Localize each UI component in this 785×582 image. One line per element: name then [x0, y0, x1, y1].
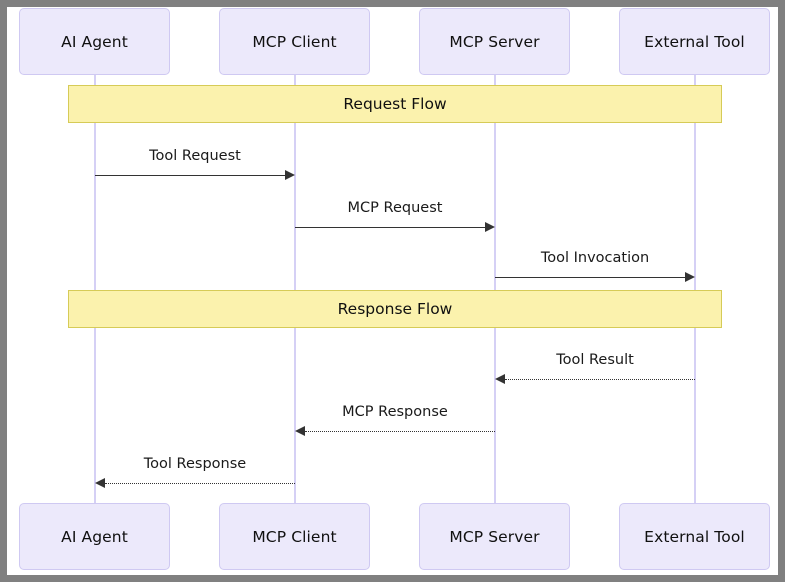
arrowhead-left-icon	[95, 478, 105, 488]
diagram-canvas: AI Agent MCP Client MCP Server External …	[7, 7, 778, 575]
participant-label: AI Agent	[61, 527, 128, 546]
participant-label: External Tool	[644, 527, 745, 546]
participant-box-ai-agent-bottom[interactable]: AI Agent	[19, 503, 170, 570]
participant-box-external-tool-bottom[interactable]: External Tool	[619, 503, 770, 570]
participant-box-ai-agent-top[interactable]: AI Agent	[19, 8, 170, 75]
participant-label: MCP Client	[252, 32, 337, 51]
message-label: Tool Response	[143, 456, 247, 472]
participant-box-mcp-client-top[interactable]: MCP Client	[219, 8, 370, 75]
participant-label: MCP Server	[449, 32, 540, 51]
participant-box-external-tool-top[interactable]: External Tool	[619, 8, 770, 75]
section-banner-label: Response Flow	[337, 300, 453, 318]
arrowhead-right-icon	[685, 272, 695, 282]
message-label: MCP Request	[347, 200, 443, 216]
message-line	[105, 483, 295, 484]
message-label: Tool Result	[556, 352, 634, 368]
message-label: MCP Response	[342, 404, 448, 420]
message-label: Tool Request	[149, 148, 241, 164]
participant-label: AI Agent	[61, 32, 128, 51]
participant-box-mcp-server-bottom[interactable]: MCP Server	[419, 503, 570, 570]
message-line	[495, 277, 685, 278]
participant-label: External Tool	[644, 32, 745, 51]
section-banner-label: Request Flow	[343, 95, 447, 113]
arrowhead-right-icon	[485, 222, 495, 232]
arrowhead-left-icon	[495, 374, 505, 384]
participant-box-mcp-server-top[interactable]: MCP Server	[419, 8, 570, 75]
participant-label: MCP Server	[449, 527, 540, 546]
participant-box-mcp-client-bottom[interactable]: MCP Client	[219, 503, 370, 570]
section-banner-request-flow[interactable]: Request Flow	[68, 85, 722, 123]
message-line	[95, 175, 285, 176]
arrowhead-left-icon	[295, 426, 305, 436]
message-line	[305, 431, 495, 432]
arrowhead-right-icon	[285, 170, 295, 180]
message-label: Tool Invocation	[540, 250, 650, 266]
message-line	[505, 379, 695, 380]
section-banner-response-flow[interactable]: Response Flow	[68, 290, 722, 328]
message-line	[295, 227, 485, 228]
participant-label: MCP Client	[252, 527, 337, 546]
